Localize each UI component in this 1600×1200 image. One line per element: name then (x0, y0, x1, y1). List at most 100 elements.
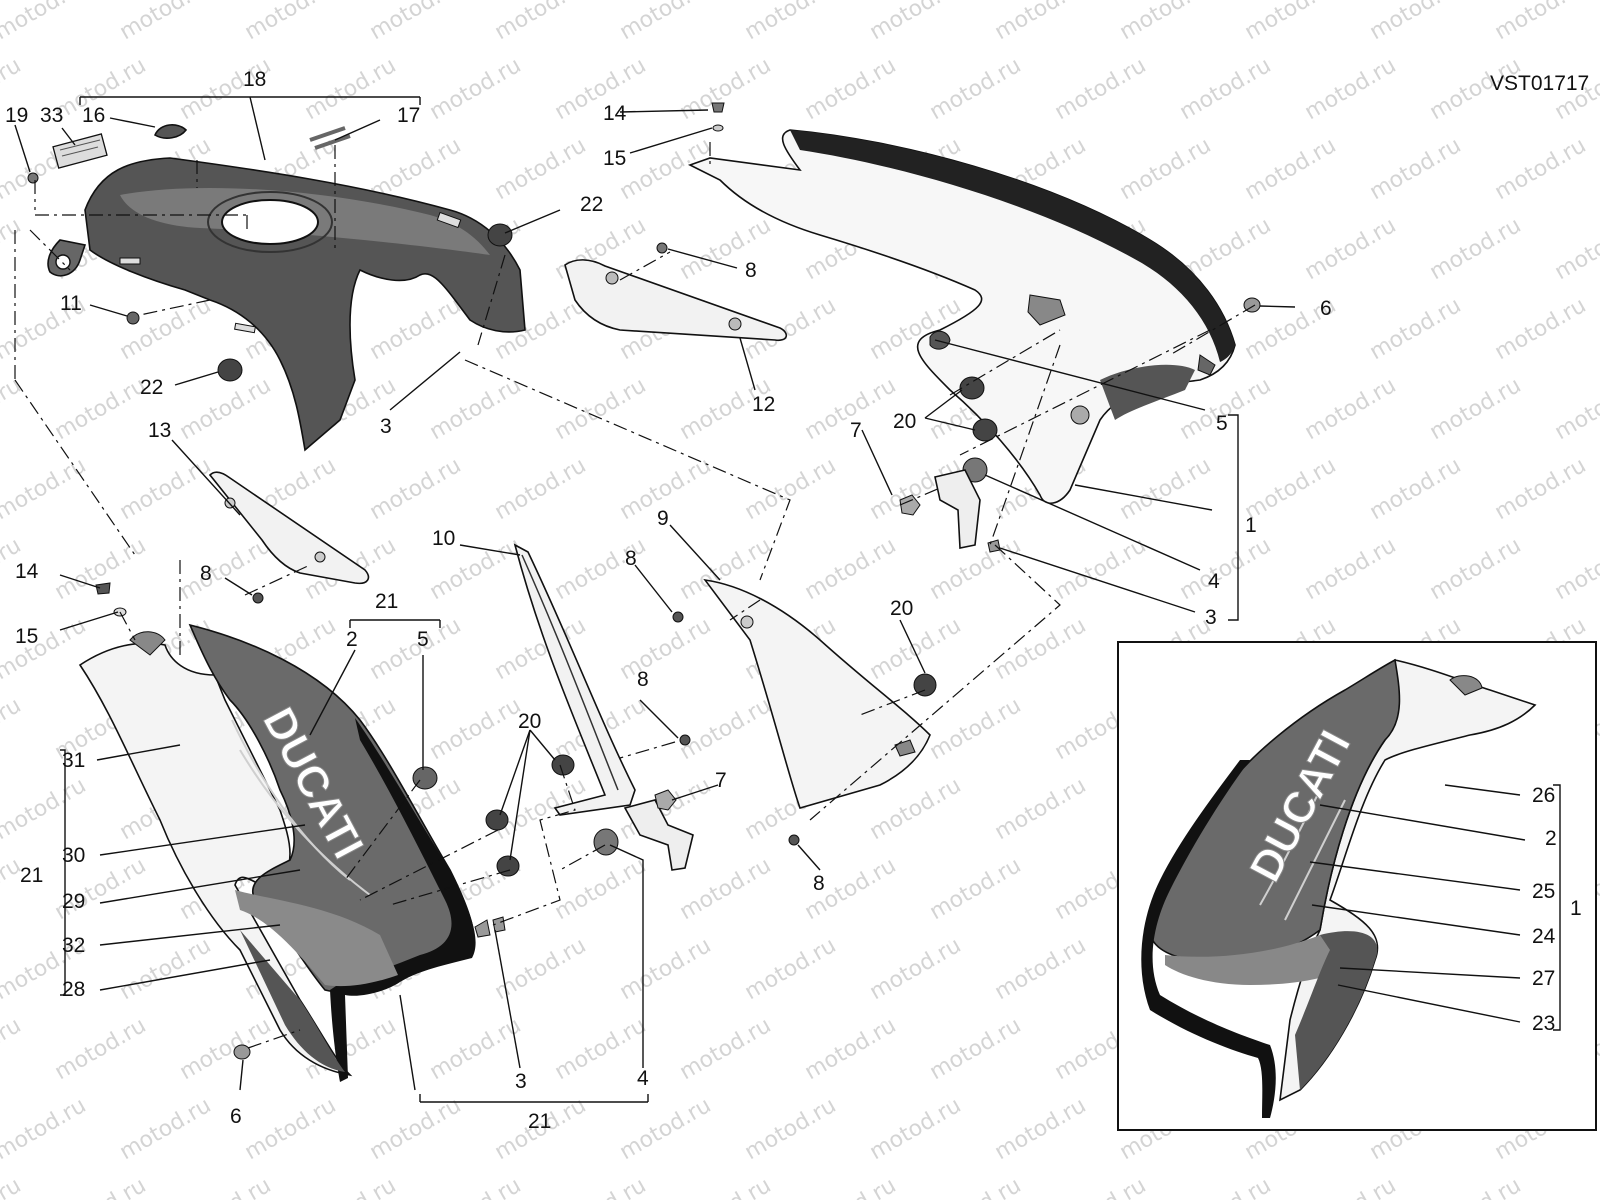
grommet-20-right-b (972, 418, 998, 442)
callout-19: 19 (5, 104, 28, 127)
watermark-text: motod.ru (1551, 533, 1600, 605)
callout-1-inset: 1 (1570, 897, 1582, 920)
grommet-20-right-a (959, 376, 985, 400)
watermark-text: motod.ru (1551, 373, 1600, 445)
decal-label-33 (52, 133, 108, 169)
callout-15-right: 15 (603, 147, 626, 170)
watermark-text: motod.ru (741, 453, 841, 525)
grommet-20-mid-c (496, 855, 520, 877)
callout-8-bottom: 8 (813, 872, 825, 895)
watermark-text: motod.ru (491, 133, 591, 205)
watermark-text: motod.ru (176, 1013, 276, 1085)
grommet-20-mid-a (551, 754, 575, 776)
watermark-text: motod.ru (301, 1173, 401, 1200)
watermark-text: motod.ru (551, 53, 651, 125)
grommet-20-mid (913, 673, 937, 697)
watermark-text: motod.ru (741, 933, 841, 1005)
watermark-text: motod.ru (616, 0, 716, 45)
callout-33: 33 (40, 104, 63, 127)
watermark-text: motod.ru (801, 1013, 901, 1085)
grommet-4-mid (593, 828, 619, 856)
watermark-text: motod.ru (1426, 373, 1526, 445)
watermark-text: motod.ru (1366, 0, 1466, 45)
callout-17: 17 (397, 104, 420, 127)
callout-7-right: 7 (850, 419, 862, 442)
callout-6-right: 6 (1320, 297, 1332, 320)
watermark-text: motod.ru (116, 293, 216, 365)
watermark-text: motod.ru (801, 1173, 901, 1200)
callout-8-mid: 8 (637, 668, 649, 691)
watermark-text: motod.ru (116, 0, 216, 45)
watermark-text: motod.ru (1551, 213, 1600, 285)
watermark-text: motod.ru (1491, 0, 1591, 45)
grommet-5-right (929, 330, 951, 350)
screw-8-mid (679, 734, 691, 746)
callout-4-bottom: 4 (637, 1067, 649, 1090)
rubber-bumper-22-bottom (217, 358, 243, 382)
callout-20-mid-right: 20 (890, 597, 913, 620)
watermark-text: motod.ru (116, 1093, 216, 1165)
tank-stripes-17 (309, 126, 351, 150)
callout-28: 28 (62, 978, 85, 1001)
watermark-text: motod.ru (926, 1173, 1026, 1200)
watermark-text: motod.ru (491, 933, 591, 1005)
callout-15-left: 15 (15, 625, 38, 648)
screw-11 (126, 311, 140, 325)
watermark-text: motod.ru (241, 0, 341, 45)
callout-3-top: 3 (380, 415, 392, 438)
callout-2-inset: 2 (1545, 827, 1557, 850)
watermark-text: motod.ru (0, 693, 25, 765)
callout-4-right: 4 (1208, 570, 1220, 593)
watermark-text: motod.ru (616, 613, 716, 685)
callout-16: 16 (82, 104, 105, 127)
callout-31: 31 (62, 749, 85, 772)
callout-21-top: 21 (375, 590, 398, 613)
watermark-text: motod.ru (801, 533, 901, 605)
screw-6-left (233, 1044, 251, 1060)
watermark-text: motod.ru (366, 1093, 466, 1165)
watermark-text: motod.ru (491, 453, 591, 525)
watermark-text: motod.ru (0, 773, 90, 845)
callout-5-left: 5 (417, 628, 429, 651)
callout-20-mid: 20 (518, 710, 541, 733)
screw-14-right (711, 102, 725, 113)
callout-8-mid-top: 8 (625, 547, 637, 570)
watermark-text: motod.ru (1491, 293, 1591, 365)
watermark-text: motod.ru (1491, 453, 1591, 525)
callout-27: 27 (1532, 967, 1555, 990)
watermark-text: motod.ru (1176, 53, 1276, 125)
watermark-text: motod.ru (551, 1013, 651, 1085)
watermark-text: motod.ru (1176, 533, 1276, 605)
watermark-text: motod.ru (1366, 453, 1466, 525)
callout-14-right: 14 (603, 102, 627, 125)
watermark-text: motod.ru (866, 613, 966, 685)
watermark-text: motod.ru (0, 1013, 25, 1085)
watermark-text: motod.ru (1301, 373, 1401, 445)
callout-8-top: 8 (745, 259, 757, 282)
watermark-text: motod.ru (1301, 533, 1401, 605)
watermark-text: motod.ru (426, 53, 526, 125)
nut-7-right (899, 494, 921, 516)
watermark-text: motod.ru (676, 1013, 776, 1085)
screw-14-left (95, 582, 111, 595)
watermark-text: motod.ru (1301, 53, 1401, 125)
watermark-text: motod.ru (51, 373, 151, 445)
clip-3-left (474, 919, 491, 938)
callout-3-right: 3 (1205, 606, 1217, 629)
watermark-text: motod.ru (866, 1093, 966, 1165)
watermark-text: motod.ru (676, 693, 776, 765)
watermark-text: motod.ru (491, 0, 591, 45)
watermark-text: motod.ru (1241, 0, 1341, 45)
watermark-text: motod.ru (676, 213, 776, 285)
tank-cap-16 (153, 124, 188, 139)
nut-7-mid (654, 789, 677, 811)
watermark-text: motod.ru (0, 213, 25, 285)
callout-26: 26 (1532, 784, 1555, 807)
callout-14-left: 14 (15, 560, 39, 583)
watermark-text: motod.ru (991, 933, 1091, 1005)
watermark-text: motod.ru (926, 53, 1026, 125)
watermark-text: motod.ru (616, 933, 716, 1005)
watermark-text: motod.ru (241, 1093, 341, 1165)
clip-3-mid (492, 916, 506, 933)
callout-21-left: 21 (20, 864, 43, 887)
